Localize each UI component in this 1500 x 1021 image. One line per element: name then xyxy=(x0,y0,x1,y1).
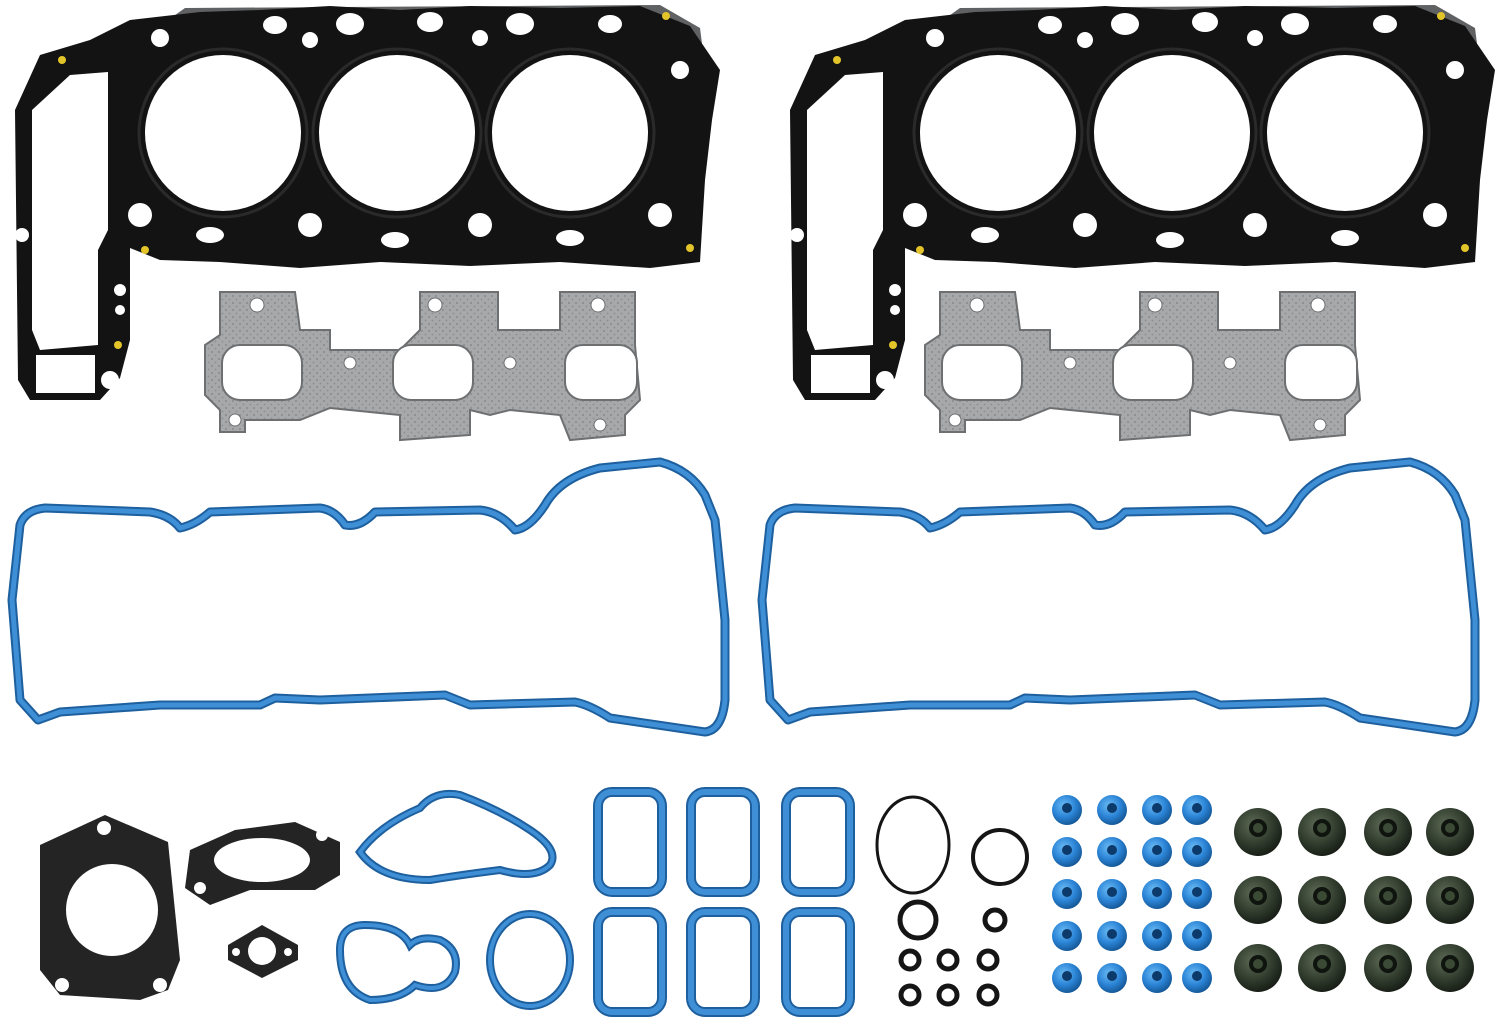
exhaust-gasket-right xyxy=(924,291,1361,441)
exhaust-gasket-left xyxy=(204,291,641,441)
thermostat-gasket xyxy=(185,822,340,905)
timing-cover-seal xyxy=(355,789,557,885)
egr-gasket xyxy=(228,925,298,978)
o-rings xyxy=(875,795,1029,1007)
round-seal xyxy=(486,910,574,1010)
oil-pump-seal xyxy=(335,920,460,1005)
water-pump-gasket xyxy=(40,815,180,1000)
